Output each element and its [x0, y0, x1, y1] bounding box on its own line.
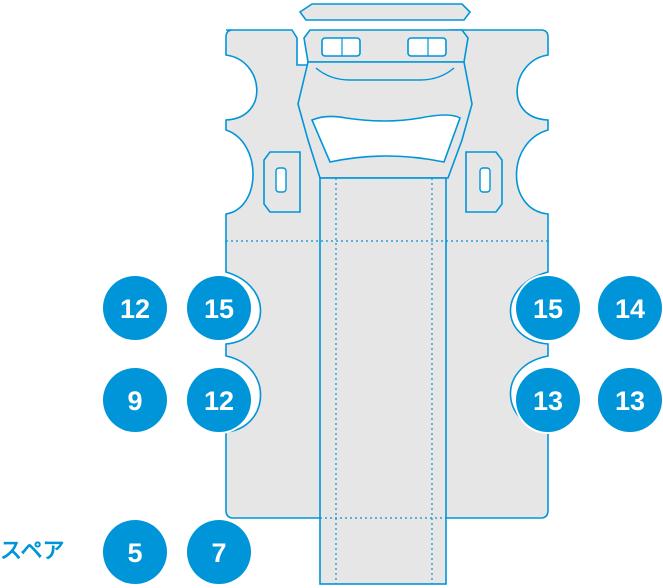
top-visor-strip	[298, 3, 472, 21]
badge-right-inner-row2: 13	[514, 366, 582, 434]
svg-text:13: 13	[533, 386, 563, 416]
svg-text:14: 14	[615, 294, 645, 324]
svg-text:15: 15	[533, 294, 563, 324]
svg-text:12: 12	[120, 294, 150, 324]
badge-right-inner-row1: 15	[514, 274, 582, 342]
right-eye-slot	[407, 37, 447, 57]
left-eye-slot	[321, 37, 361, 57]
badge-spare-2: 7	[187, 520, 251, 584]
center-strap	[319, 177, 447, 585]
badge-left-inner-row2: 12	[185, 366, 253, 434]
mouth-opening	[310, 114, 461, 163]
badge-left-inner-row1: 15	[185, 274, 253, 342]
badge-spare-1: 5	[103, 520, 167, 584]
svg-text:12: 12	[204, 386, 234, 416]
svg-text:13: 13	[615, 386, 645, 416]
badge-left-outer-row2: 9	[103, 368, 167, 432]
badge-right-outer-row2: 13	[598, 368, 662, 432]
svg-text:9: 9	[127, 386, 142, 416]
svg-text:7: 7	[211, 538, 226, 568]
svg-text:15: 15	[204, 294, 234, 324]
spare-label: スペア	[0, 539, 65, 564]
mask-brow	[315, 67, 455, 81]
badge-right-outer-row1: 14	[598, 276, 662, 340]
svg-text:5: 5	[127, 538, 142, 568]
badge-left-outer-row1: 12	[103, 276, 167, 340]
